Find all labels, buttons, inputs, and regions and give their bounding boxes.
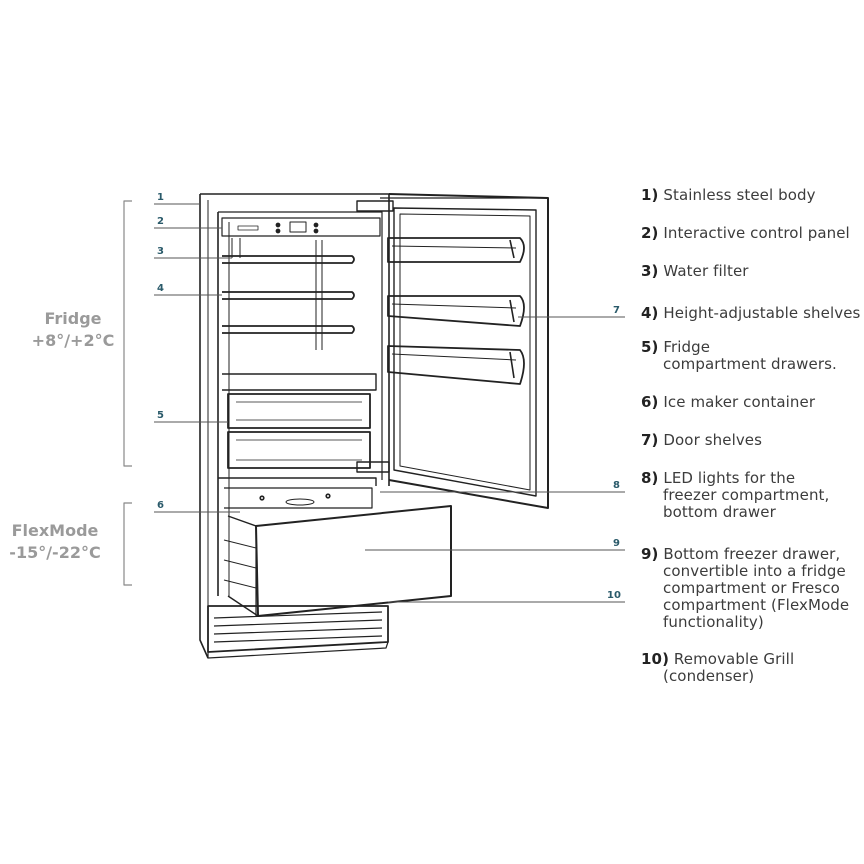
door-shelf-1	[387, 237, 525, 263]
fridge-zone-temp: +8°/+2°C	[31, 331, 115, 350]
callout-7: 7	[613, 305, 620, 316]
open-door	[356, 193, 549, 509]
legend-item-6: 6) Ice maker container	[641, 393, 816, 411]
legend-item-1: 1) Stainless steel body	[641, 186, 816, 204]
freezer-drawer-front	[255, 505, 452, 617]
legend-item-4: 4) Height-adjustable shelves	[641, 304, 861, 322]
legend-item-3: 3) Water filter	[641, 262, 749, 280]
fridge-zone-bracket	[123, 200, 132, 467]
callout-3: 3	[157, 246, 164, 257]
door-shelf-2	[387, 295, 525, 327]
fridge-drawer-2	[227, 431, 371, 469]
callout-5: 5	[157, 410, 164, 421]
callout-4: 4	[157, 283, 164, 294]
fridge-zone-name: Fridge	[44, 309, 102, 328]
door-shelf-3	[387, 345, 525, 385]
callout-1: 1	[157, 192, 164, 203]
shelf-3	[222, 325, 355, 334]
legend-item-10: 10) Removable Grill(condenser)	[641, 650, 795, 685]
flexmode-zone-name: FlexMode	[11, 521, 99, 540]
fridge-zone-label: Fridge +8°/+2°C	[18, 308, 128, 352]
callout-8: 8	[613, 480, 620, 491]
legend-item-2: 2) Interactive control panel	[641, 224, 850, 242]
fridge-drawer-1	[227, 393, 371, 429]
cabinet-body	[199, 193, 452, 659]
flexmode-zone-temp: -15°/-22°C	[9, 543, 101, 562]
flexmode-zone-label: FlexMode -15°/-22°C	[0, 520, 110, 564]
callout-10: 10	[607, 590, 621, 601]
shelf-2	[222, 291, 355, 300]
callout-2: 2	[157, 216, 164, 227]
flexmode-zone-bracket	[123, 502, 132, 586]
callout-9: 9	[613, 538, 620, 549]
legend-item-9: 9) Bottom freezer drawer,convertible int…	[641, 545, 850, 631]
callout-6: 6	[157, 500, 164, 511]
legend-item-7: 7) Door shelves	[641, 431, 763, 449]
shelf-1	[222, 255, 355, 264]
